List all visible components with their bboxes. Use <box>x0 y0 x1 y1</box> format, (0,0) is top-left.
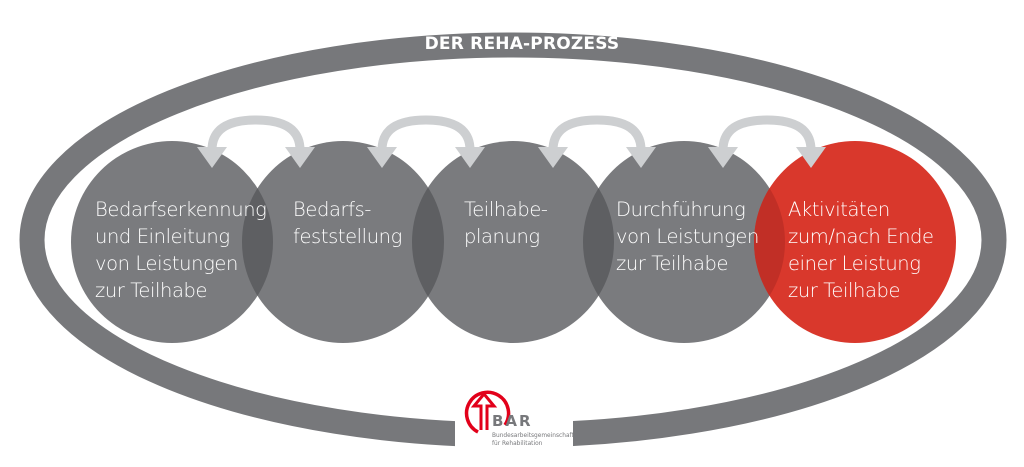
double-arrow-icon <box>538 115 656 168</box>
arrows <box>197 115 826 168</box>
double-arrow-icon <box>708 115 826 168</box>
step-label-4: Durchführung von Leistungen zur Teilhabe <box>616 198 759 275</box>
step-label-1: Bedarfserkennung und Einleitung von Leis… <box>95 198 267 302</box>
step-circle-5 <box>754 141 956 343</box>
logo-name: Bundesarbeitsgemeinschaft für Rehabilita… <box>492 431 574 447</box>
double-arrow-icon <box>197 115 315 168</box>
logo-abbr: BAR <box>492 412 533 430</box>
step-label-5: Aktivitäten zum/nach Ende einer Leistung… <box>788 198 934 302</box>
step-circle-4 <box>583 141 785 343</box>
step-label-2: Bedarfs- feststellung <box>293 198 402 248</box>
page-title: DER REHA-PROZESS <box>424 34 620 54</box>
step-label-3: Teilhabe- planung <box>464 198 548 248</box>
step-circle-2 <box>242 141 444 343</box>
double-arrow-icon <box>367 115 485 168</box>
step-circle-3 <box>412 141 614 343</box>
process-cycle-ellipse <box>19 32 1007 448</box>
step-circle-1 <box>71 141 273 343</box>
arrow-up-in-circle-icon <box>464 390 511 434</box>
